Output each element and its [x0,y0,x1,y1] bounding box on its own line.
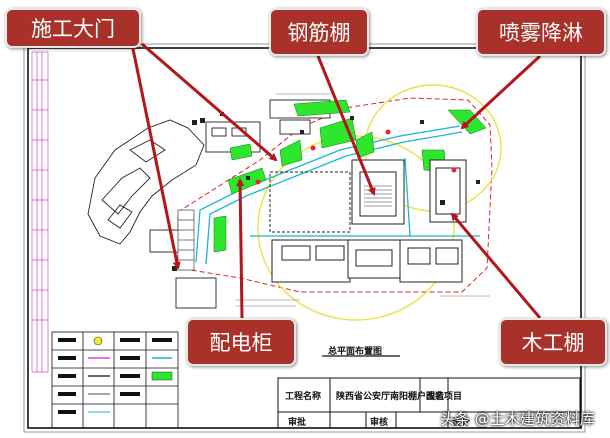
arrow-gate-2 [141,42,278,162]
callout-arrows [130,42,542,319]
arrow-spray [460,54,542,130]
annotation-lines [236,93,490,307]
site-roads [195,125,480,265]
watermark: 头条 @土木建筑资料库 [440,410,595,428]
arrow-rebar-shed [316,55,376,196]
check-label: 审核 [370,418,389,428]
callout-gate: 施工大门 [5,8,141,48]
arrow-carpentry-shed [450,212,542,319]
callout-rebar-shed: 钢筋棚 [269,8,369,56]
design-label: 设计 [452,418,471,428]
review-label: 审批 [288,418,307,428]
callout-carpentry-shed: 木工棚 [499,318,607,366]
project-name-label: 工程名称 [285,392,322,402]
callout-spray: 喷雾降淋 [476,8,606,56]
fire-markers [255,129,457,185]
left-grid-strip [31,51,49,373]
arrow-gate-1 [130,43,181,270]
drawing-name-label: 图名 [426,392,445,402]
callout-distribution-box: 配电柜 [186,318,296,366]
crane-radius-2 [257,135,455,321]
arrow-distribution-box [236,178,245,319]
new-buildings [269,159,467,283]
drawing-title: 总平面布置图 [328,347,383,357]
legend-table [51,331,179,429]
gate-structure [177,209,195,271]
legend-symbols [58,336,173,414]
project-name: 陕西省公安厅南阳棚户改造项目 [336,392,463,402]
existing-buildings [87,99,331,309]
title-block-frame [277,377,581,429]
